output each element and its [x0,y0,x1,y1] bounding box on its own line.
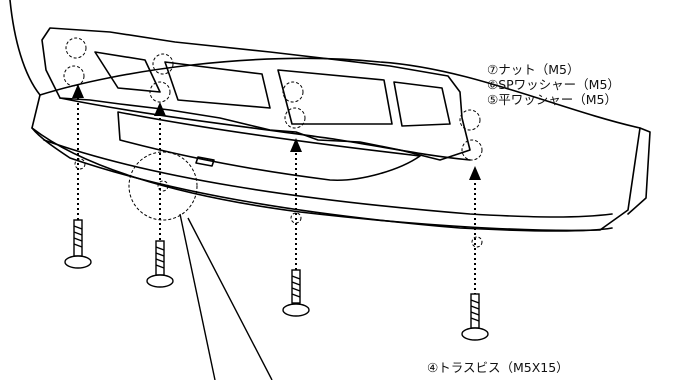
washer-marker-3 [284,107,306,129]
bumper-small-slot [195,156,215,167]
bumper-front-lip [43,139,613,218]
bumper-lower-body [31,94,651,232]
nut-marker-2 [152,53,174,75]
bumper-ridge-line [59,97,471,161]
arrow-head-3 [290,138,302,152]
truss-screw-4 [461,293,489,341]
hole-marker-1 [74,158,86,170]
label-nut: ⑦ナット（M5） [487,62,580,77]
hole-marker-2 [157,180,169,192]
bumper-inner-rib-1 [94,51,161,93]
arrow-head-4 [469,166,481,180]
nut-marker-4 [459,109,481,131]
nut-marker-3 [282,81,304,103]
label-truss-screw: ④トラスビス（M5X15） [427,360,569,375]
detail-leader-2 [187,217,273,380]
nut-marker-1 [65,37,87,59]
label-flat-washer: ⑤平ワッシャー（M5） [487,92,617,107]
arrow-head-1 [72,84,84,98]
detail-leader-1 [179,213,216,380]
bumper-inner-rib-2 [164,61,271,109]
bumper-recess [117,111,421,181]
bumper-lower-edge [31,127,613,232]
truss-screw-3 [282,269,310,317]
vehicle-body-outline [9,0,641,129]
detail-circle [128,151,198,221]
washer-marker-4 [461,139,483,161]
arrow-head-2 [154,102,166,116]
washer-marker-1 [63,65,85,87]
truss-screw-1 [64,219,92,269]
hole-marker-4 [471,236,483,248]
label-sp-washer: ⑥SPワッシャー（M5） [487,77,620,92]
truss-screw-2 [146,240,174,288]
bumper-inner-rib-4 [393,81,451,127]
bumper-inner-rib-3 [277,69,393,125]
bumper-upper-panel [41,27,471,161]
